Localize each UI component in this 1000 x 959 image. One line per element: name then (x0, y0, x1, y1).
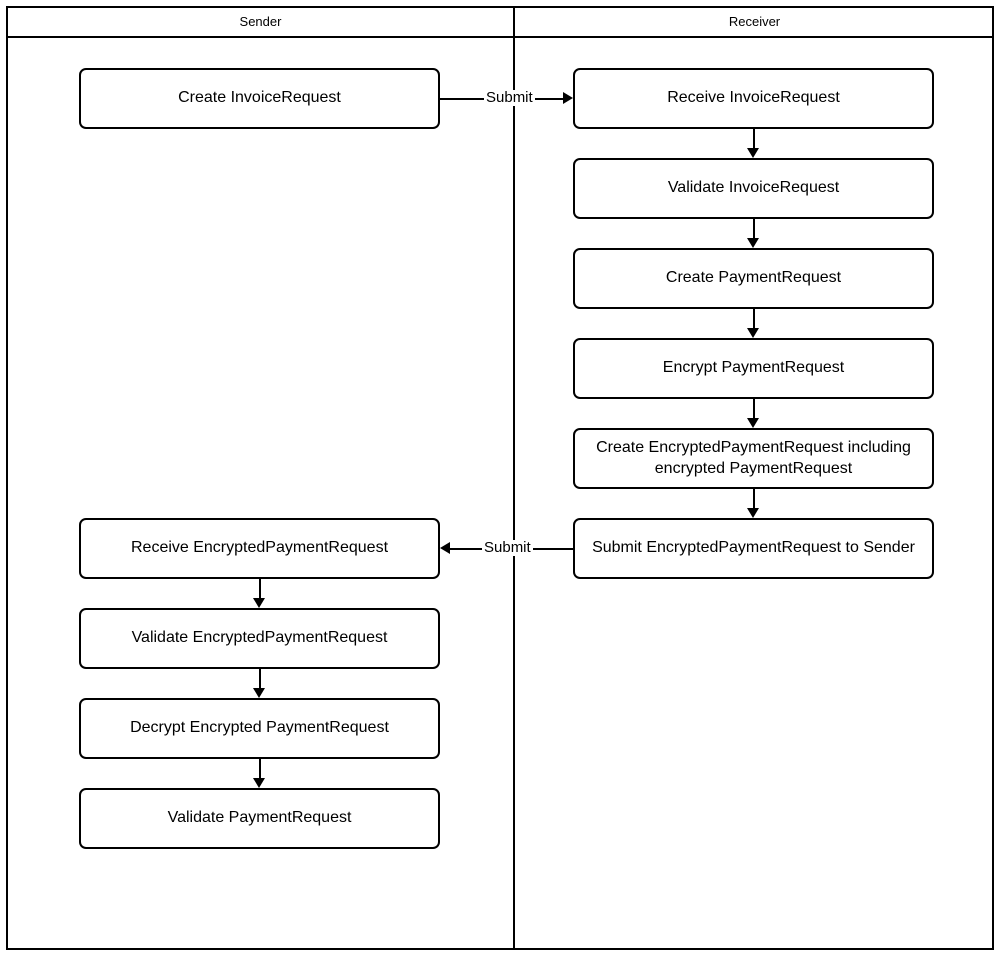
arrowhead-down-icon (747, 508, 759, 518)
connector-receive-to-validate-invoice (753, 129, 755, 148)
edge-label-submit-to-receiver: Submit (484, 89, 535, 106)
lane-title-sender: Sender (239, 14, 282, 29)
node-submit-encrypted-payment-request-to-sender[interactable]: Submit EncryptedPaymentRequest to Sender (573, 518, 934, 579)
connector-decrypt-to-validate-pr (259, 759, 261, 778)
connector-create-pr-to-encrypt-pr (753, 309, 755, 328)
connector-validate-to-decrypt-epr (259, 669, 261, 688)
arrowhead-down-icon (253, 778, 265, 788)
arrowhead-down-icon (747, 238, 759, 248)
arrowhead-down-icon (253, 688, 265, 698)
node-receive-encrypted-payment-request[interactable]: Receive EncryptedPaymentRequest (79, 518, 440, 579)
node-validate-invoice-request[interactable]: Validate InvoiceRequest (573, 158, 934, 219)
node-create-payment-request[interactable]: Create PaymentRequest (573, 248, 934, 309)
node-receive-invoice-request[interactable]: Receive InvoiceRequest (573, 68, 934, 129)
connector-encrypt-pr-to-create-epr (753, 399, 755, 418)
lane-title-receiver: Receiver (728, 14, 781, 29)
node-create-invoice-request[interactable]: Create InvoiceRequest (79, 68, 440, 129)
node-create-encrypted-payment-request[interactable]: Create EncryptedPaymentRequest including… (573, 428, 934, 489)
connector-receive-to-validate-epr (259, 579, 261, 598)
connector-validate-invoice-to-create-pr (753, 219, 755, 238)
arrowhead-left-icon (440, 542, 450, 554)
arrowhead-right-icon (563, 92, 573, 104)
arrowhead-down-icon (747, 418, 759, 428)
swimlane-header-divider (6, 36, 994, 38)
arrowhead-down-icon (747, 148, 759, 158)
node-validate-encrypted-payment-request[interactable]: Validate EncryptedPaymentRequest (79, 608, 440, 669)
node-validate-payment-request[interactable]: Validate PaymentRequest (79, 788, 440, 849)
node-encrypt-payment-request[interactable]: Encrypt PaymentRequest (573, 338, 934, 399)
swimlane-vertical-divider (513, 6, 515, 950)
edge-label-submit-to-sender: Submit (482, 539, 533, 556)
arrowhead-down-icon (253, 598, 265, 608)
node-decrypt-encrypted-payment-request[interactable]: Decrypt Encrypted PaymentRequest (79, 698, 440, 759)
connector-create-epr-to-submit-epr (753, 489, 755, 508)
arrowhead-down-icon (747, 328, 759, 338)
